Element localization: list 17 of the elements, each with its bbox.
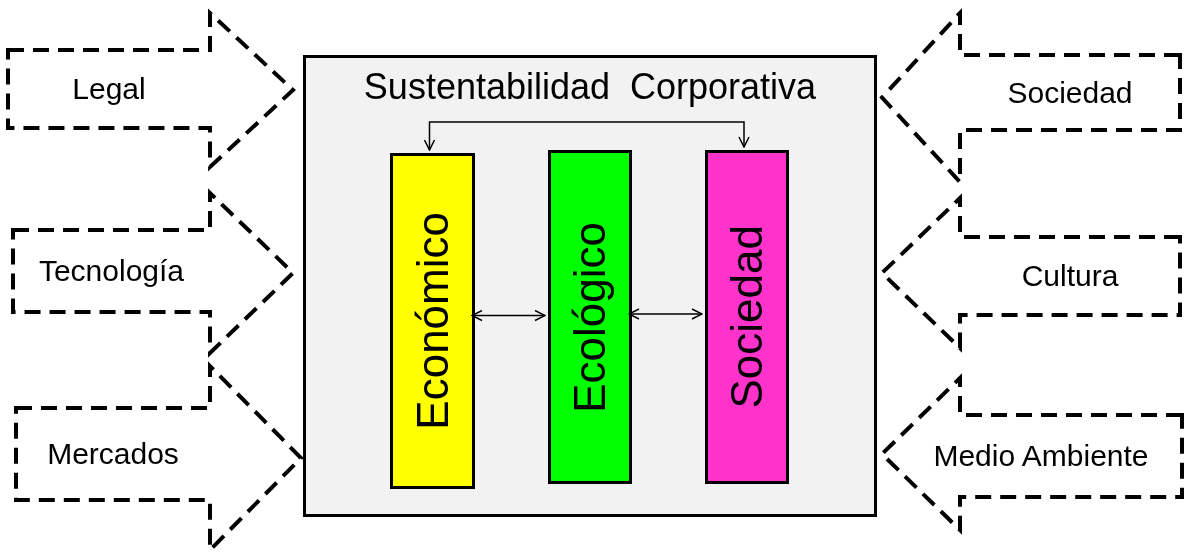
- vertical-bar: [548, 150, 632, 484]
- vertical-bar: [390, 153, 475, 489]
- double-arrow: [471, 309, 546, 322]
- bar-label: Ecológico: [565, 221, 615, 413]
- bar-label: Sociedad: [722, 225, 772, 409]
- bar-label: Económico: [407, 212, 458, 430]
- frame-box: [303, 55, 877, 517]
- arrow-label: Sociedad: [1007, 75, 1133, 110]
- arrow-label: Cultura: [1021, 259, 1119, 293]
- double-arrow: [423, 121, 750, 151]
- arrow-label: Medio Ambiente: [933, 439, 1149, 473]
- arrow-label: Legal: [72, 72, 146, 106]
- frame-title: Sustentabilidad Corporativa: [362, 66, 818, 108]
- double-arrow: [628, 308, 703, 320]
- vertical-bar: [705, 150, 789, 484]
- arrow-label: Tecnología: [38, 254, 185, 288]
- arrow-label: Mercados: [47, 437, 179, 471]
